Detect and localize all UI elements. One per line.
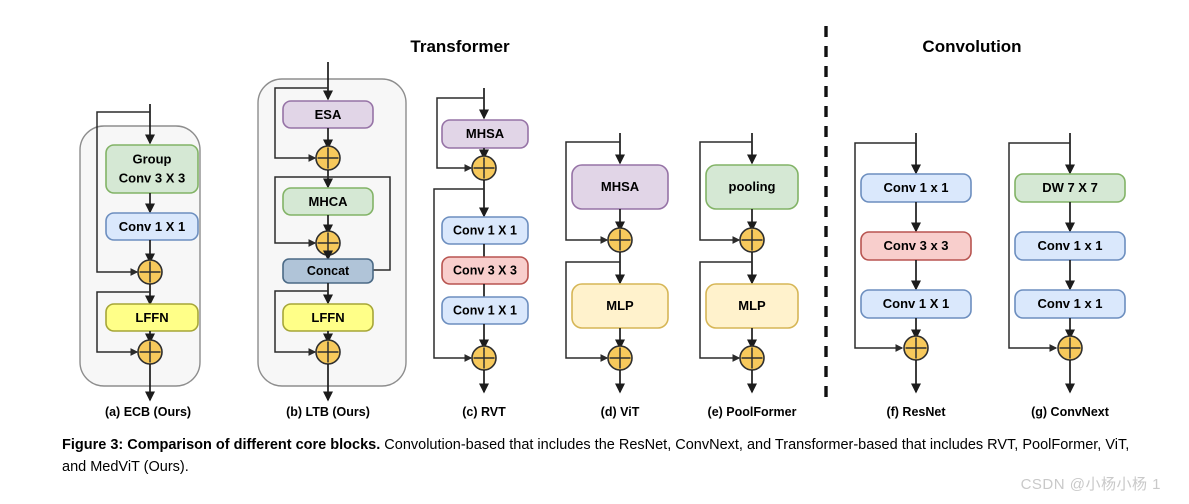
figure-caption-rest: Convolution-based that includes the ResN… [62, 437, 1130, 476]
vit-adder-2 [607, 345, 633, 371]
section-title-transformer: Transformer [410, 37, 510, 56]
rvt-node-mhsa-label: MHSA [466, 126, 505, 141]
figure-caption: Figure 3: Comparison of different core b… [62, 434, 1142, 479]
column-ecb: Group Conv 3 X 3 Conv 1 X 1 LFFN [79, 104, 201, 419]
convnext-node-dw-7x7-label: DW 7 X 7 [1042, 180, 1098, 195]
ltb-adder-1 [315, 145, 341, 171]
section-title-convolution: Convolution [922, 37, 1021, 56]
vit-skip-1 [565, 141, 620, 244]
resnet-node-conv-1x1-a-label: Conv 1 x 1 [883, 180, 948, 195]
caption-ecb: (a) ECB (Ours) [105, 405, 191, 419]
resnet-skip-1 [854, 142, 916, 352]
resnet-adder-1 [903, 335, 929, 361]
ltb-node-lffn-label: LFFN [311, 310, 344, 325]
vit-node-mlp-label: MLP [606, 298, 634, 313]
convnext-skip-1 [1008, 142, 1070, 352]
ecb-node-group-conv-3x3 [105, 144, 199, 194]
ltb-node-esa-label: ESA [315, 107, 342, 122]
rvt-node-conv-1x1-a-label: Conv 1 X 1 [453, 223, 517, 237]
caption-poolformer: (e) PoolFormer [708, 405, 797, 419]
rvt-node-mhsa [441, 119, 529, 149]
ltb-adder-2 [315, 230, 341, 256]
poolformer-node-pooling-label: pooling [729, 179, 776, 194]
ltb-skip-2 [274, 176, 328, 247]
poolformer-adder-2 [739, 345, 765, 371]
figure-caption-bold: Figure 3: Comparison of different core b… [62, 437, 381, 453]
convnext-node-conv-1x1-b-label: Conv 1 x 1 [1037, 296, 1102, 311]
caption-ltb: (b) LTB (Ours) [286, 405, 370, 419]
ecb-skip-1 [96, 111, 150, 276]
column-resnet: Conv 1 x 1 Conv 3 x 3 Conv 1 X 1 (f) Res… [854, 133, 972, 419]
rvt-skip-2 [433, 188, 484, 362]
rvt-skip-1 [436, 97, 484, 172]
resnet-node-conv-1x1-b-label: Conv 1 X 1 [883, 296, 949, 311]
ecb-node-group-conv-3x3-label-line2: Conv 3 X 3 [119, 170, 185, 185]
poolformer-node-mlp-label: MLP [738, 298, 766, 313]
ecb-node-conv-1x1 [105, 212, 199, 241]
rvt-node-conv-1x1-a [441, 216, 529, 245]
vit-node-mhsa-label: MHSA [601, 179, 640, 194]
caption-vit: (d) ViT [601, 405, 640, 419]
column-convnext: DW 7 X 7 Conv 1 x 1 Conv 1 x 1 (g) ConvN… [1008, 133, 1126, 419]
ecb-node-group-conv-3x3-label-line1: Group [133, 151, 172, 166]
rvt-node-conv-3x3 [441, 256, 529, 285]
ecb-node-conv-1x1-label: Conv 1 X 1 [119, 219, 185, 234]
rvt-node-conv-1x1-b [441, 296, 529, 325]
ecb-node-lffn-label: LFFN [135, 310, 168, 325]
poolformer-skip-2 [699, 261, 752, 362]
ecb-skip-2 [96, 291, 150, 356]
convnext-adder-1 [1057, 335, 1083, 361]
resnet-node-conv-3x3-label: Conv 3 x 3 [883, 238, 948, 253]
vit-adder-1 [607, 227, 633, 253]
column-vit: MHSA MLP (d) ViT [565, 133, 669, 419]
caption-rvt: (c) RVT [462, 405, 506, 419]
poolformer-adder-1 [739, 227, 765, 253]
ltb-node-concat-label: Concat [307, 264, 350, 278]
column-poolformer: pooling MLP (e) PoolFormer [699, 133, 799, 419]
convnext-node-conv-1x1-a-label: Conv 1 x 1 [1037, 238, 1102, 253]
rvt-node-conv-1x1-b-label: Conv 1 X 1 [453, 303, 517, 317]
ecb-adder-2 [137, 339, 163, 365]
core-blocks-diagram: Transformer Convolution Group Conv 3 X 3… [79, 26, 1126, 419]
ltb-skip-1 [274, 87, 328, 162]
csdn-watermark: CSDN @小杨小杨 1 [1020, 476, 1161, 493]
column-rvt: MHSA Conv 1 X 1 Conv 3 X 3 Conv 1 X 1 [433, 88, 529, 419]
poolformer-skip-1 [699, 141, 752, 244]
caption-convnext: (g) ConvNext [1031, 405, 1110, 419]
rvt-node-conv-3x3-label: Conv 3 X 3 [453, 263, 517, 277]
caption-resnet: (f) ResNet [886, 405, 946, 419]
ltb-skip-3 [274, 290, 328, 356]
column-ltb: ESA MHCA Concat [257, 62, 407, 419]
ltb-adder-3 [315, 339, 341, 365]
ecb-adder-1 [137, 259, 163, 285]
vit-skip-2 [565, 261, 620, 362]
ecb-node-lffn [105, 303, 199, 332]
rvt-adder-2 [471, 345, 497, 371]
rvt-adder-1 [471, 155, 497, 181]
ltb-node-mhca-label: MHCA [309, 194, 349, 209]
